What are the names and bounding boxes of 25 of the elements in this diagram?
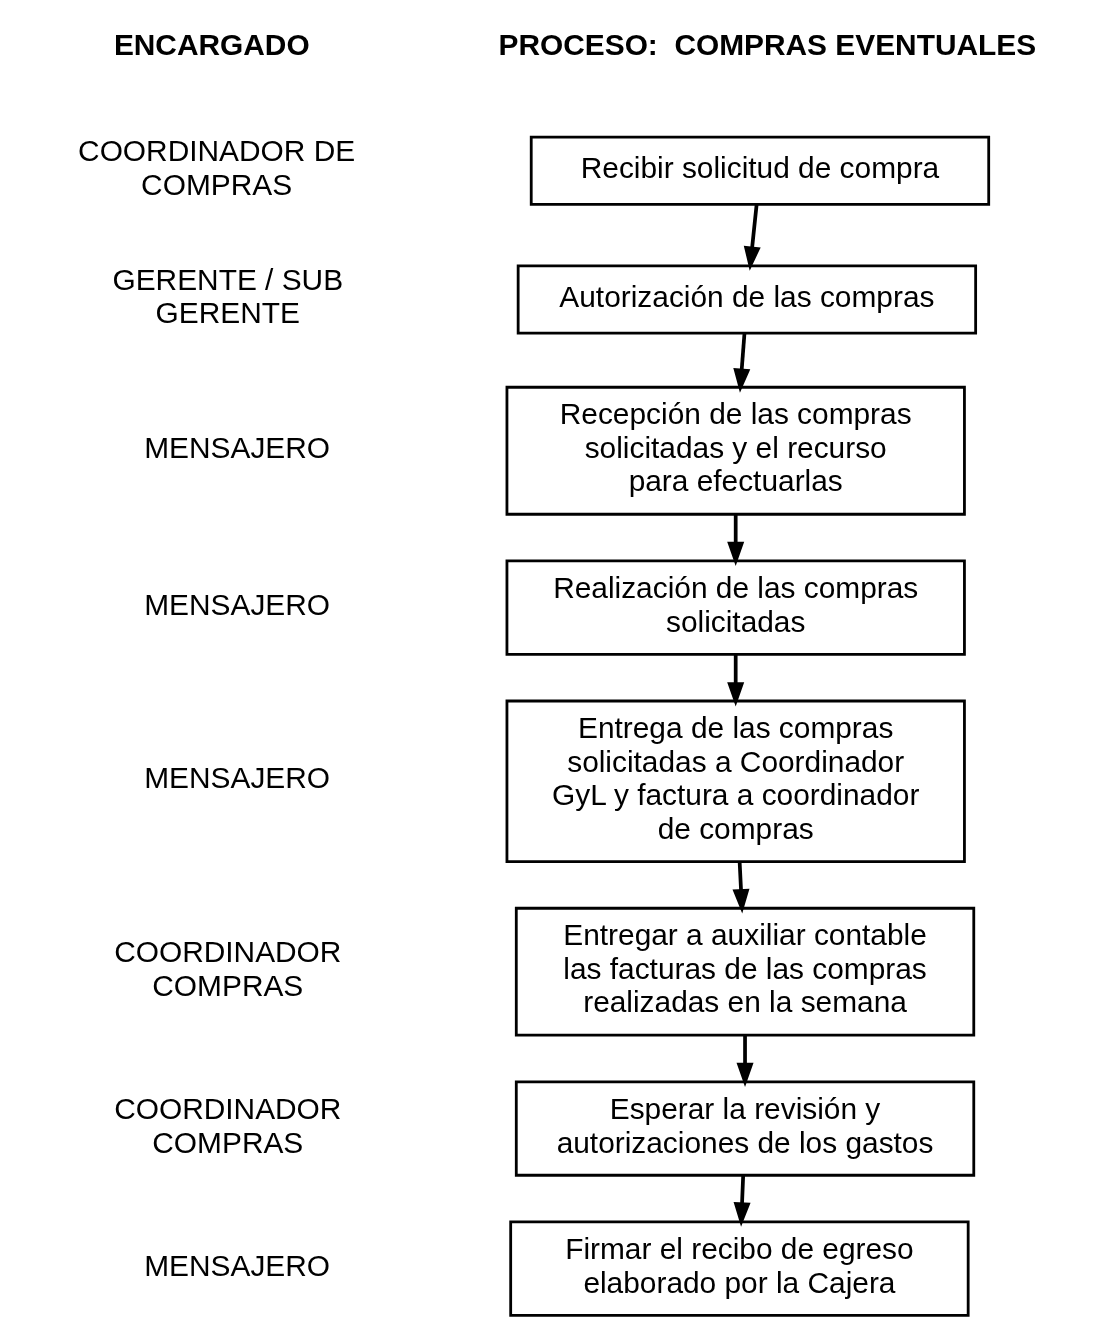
arrow: [743, 204, 761, 271]
arrow: [736, 1035, 754, 1088]
arrow: [727, 514, 745, 567]
label: MENSAJERO: [144, 761, 331, 795]
label: MENSAJERO: [144, 430, 331, 464]
label: COORDINADOR COMPRAS: [114, 935, 342, 1002]
arrow: [727, 655, 745, 707]
label: MENSAJERO: [144, 1248, 331, 1282]
node-box: Firmar el recibo de egreso elaborado por la Cajera: [509, 1220, 970, 1317]
arrow: [732, 861, 750, 914]
label: ENCARGADO: [113, 27, 310, 61]
node-box: Recibir solicitud de compra: [529, 135, 991, 206]
arrow: [733, 1175, 751, 1227]
label: COORDINADOR DE COMPRAS: [78, 133, 356, 201]
label: COORDINADOR COMPRAS: [114, 1091, 342, 1159]
node-box: Realización de las compras solicitadas: [505, 559, 966, 656]
node-box: Esperar la revisión y autorizaciones de los gastos: [514, 1080, 976, 1177]
arrow: [733, 333, 751, 393]
label: MENSAJERO: [144, 587, 331, 621]
node-box: Entregar a auxiliar contable las facturas de las compras realizadas en la semana: [514, 906, 976, 1037]
label: GERENTE / SUB GERENTE: [112, 262, 344, 330]
label: PROCESO: COMPRAS EVENTUALES: [498, 27, 1037, 61]
node-box: Autorización de las compras: [516, 264, 978, 335]
node-box: Entrega de las compras solicitadas a Coordinador GyL y factura a coordinador de compras: [505, 699, 966, 863]
node-box: Recepción de las compras solicitadas y el recurso para efectuarlas: [505, 385, 966, 516]
